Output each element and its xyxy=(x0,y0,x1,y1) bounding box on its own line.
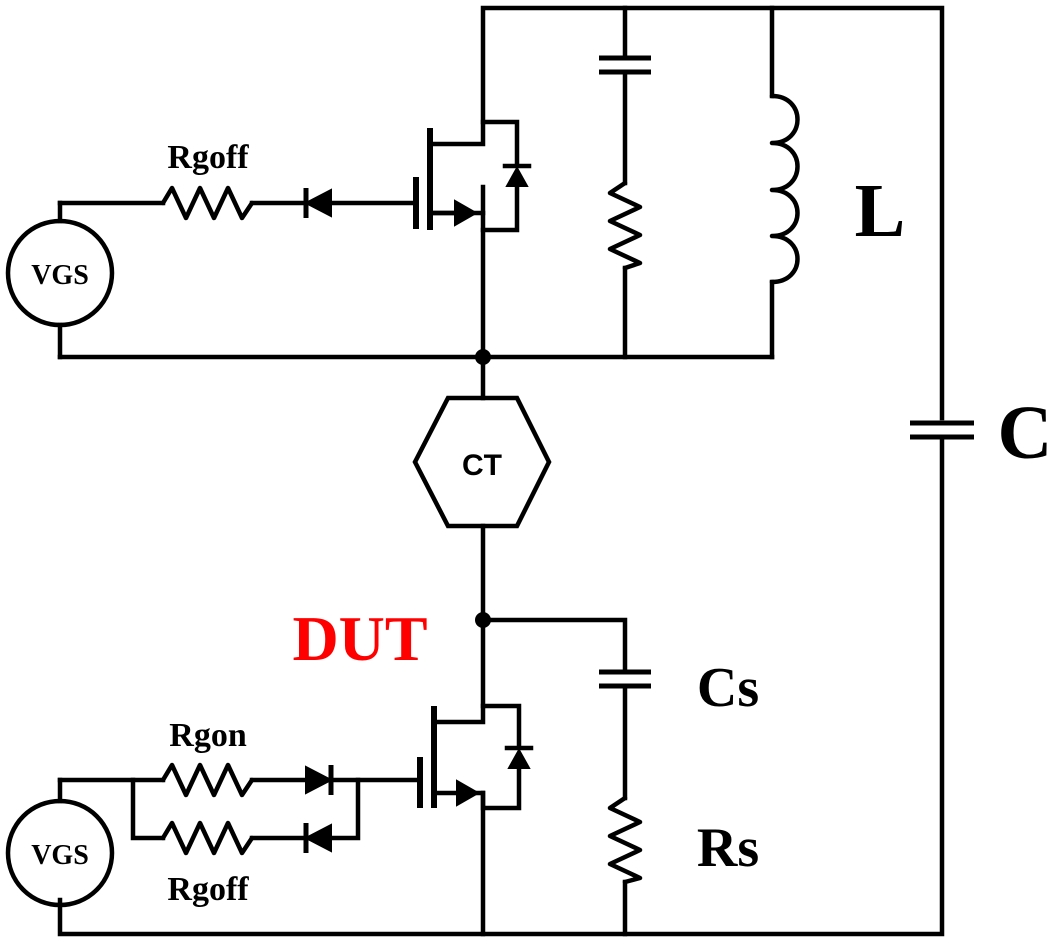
diode-rgon xyxy=(305,765,334,795)
capacitor-C: C xyxy=(910,391,1052,475)
rgoff-top-label: Rgoff xyxy=(167,139,249,176)
C-label: C xyxy=(998,391,1053,475)
diode-top-gate xyxy=(303,188,332,218)
rgoff-bottom-label: Rgoff xyxy=(167,871,249,908)
upper-resistor xyxy=(607,180,643,271)
body-diode-bottom xyxy=(507,747,531,769)
upper-mosfet xyxy=(413,119,532,233)
current-transformer: CT xyxy=(412,395,552,529)
lower-rc-snubber: Cs Rs xyxy=(480,617,759,937)
inductor-L: L xyxy=(769,5,906,360)
vgs-bottom-label: VGS xyxy=(31,840,89,871)
rgon-label: Rgon xyxy=(169,717,247,754)
main-wiring xyxy=(57,5,945,937)
upper-gate-drive: Rgoff xyxy=(57,139,419,221)
rgoff-bottom-resistor xyxy=(160,820,255,856)
node-dot-top xyxy=(475,349,491,365)
body-diode-top xyxy=(505,165,529,187)
rs-resistor xyxy=(607,795,643,885)
lower-mosfet-dut xyxy=(417,703,534,811)
diode-rgoff-bottom xyxy=(303,823,332,853)
Rs-label: Rs xyxy=(697,817,759,879)
Cs-label: Cs xyxy=(697,657,759,719)
vgs-source-top: VGS xyxy=(5,200,115,360)
lower-gate-drive: Rgon Rgoff xyxy=(57,717,423,908)
vgs-source-bottom: VGS xyxy=(5,777,115,908)
rgoff-top-resistor xyxy=(160,185,255,221)
DUT-label: DUT xyxy=(292,603,427,674)
CT-label: CT xyxy=(462,449,502,482)
vgs-top-label: VGS xyxy=(31,260,89,291)
upper-rc-branch xyxy=(599,5,651,360)
L-label: L xyxy=(855,169,906,253)
rgon-resistor xyxy=(160,762,255,798)
